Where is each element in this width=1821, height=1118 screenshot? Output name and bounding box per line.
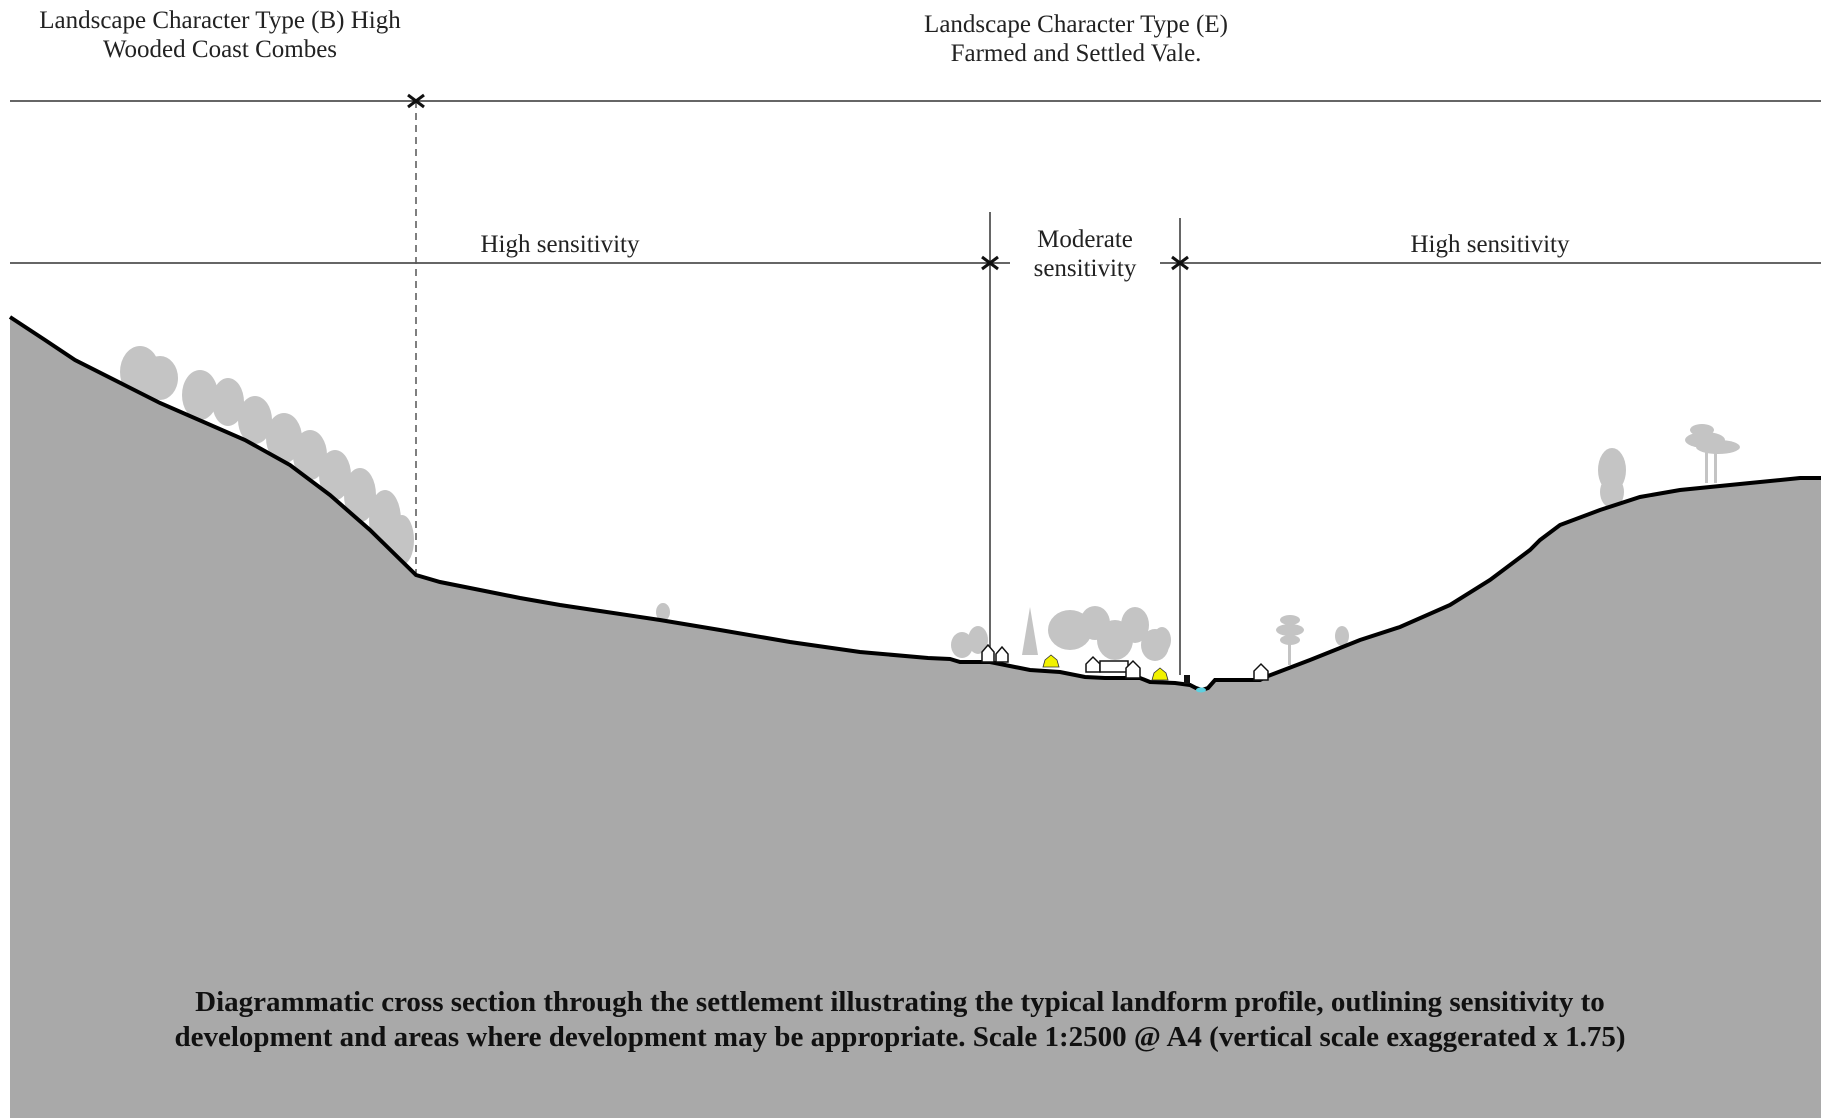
character-type-b-line1: Landscape Character Type (B) High xyxy=(39,7,401,34)
caption-line2: development and areas where development … xyxy=(174,1021,1626,1053)
trees-right-hill xyxy=(1598,424,1740,508)
divider-cross-marker-right xyxy=(1171,255,1189,271)
settlement-houses xyxy=(981,643,1269,681)
divider-cross-marker-left xyxy=(981,255,999,271)
trees-right-valley xyxy=(1276,615,1349,665)
small-shrub xyxy=(656,603,670,621)
river-channel xyxy=(1196,687,1206,693)
sensitivity-left-label: High sensitivity xyxy=(480,231,640,258)
character-type-e-line1: Landscape Character Type (E) xyxy=(924,11,1228,38)
sensitivity-right-label: High sensitivity xyxy=(1410,231,1570,258)
landform-profile-line xyxy=(8,315,1821,693)
character-type-b-line2: Wooded Coast Combes xyxy=(102,36,338,63)
sensitivity-middle-label: Moderate sensitivity xyxy=(1010,225,1160,283)
sensitivity-middle-line2: sensitivity xyxy=(1010,254,1160,283)
divider-cross-marker-top xyxy=(407,93,425,109)
settlement-trees xyxy=(951,606,1171,661)
post-marker xyxy=(1184,675,1190,684)
landform-ground xyxy=(10,317,1821,1118)
sensitivity-middle-line1: Moderate xyxy=(1037,226,1133,253)
caption-line1: Diagrammatic cross section through the s… xyxy=(195,986,1605,1018)
settlement-highlight-markers xyxy=(1042,654,1169,681)
woodland-trees-left xyxy=(120,346,414,565)
character-type-e-line2: Farmed and Settled Vale. xyxy=(950,40,1202,67)
diagram-caption: Diagrammatic cross section through the s… xyxy=(60,985,1740,1055)
character-type-e-label: Landscape Character Type (E) Farmed and … xyxy=(876,10,1276,68)
character-type-b-label: Landscape Character Type (B) High Wooded… xyxy=(20,6,420,64)
